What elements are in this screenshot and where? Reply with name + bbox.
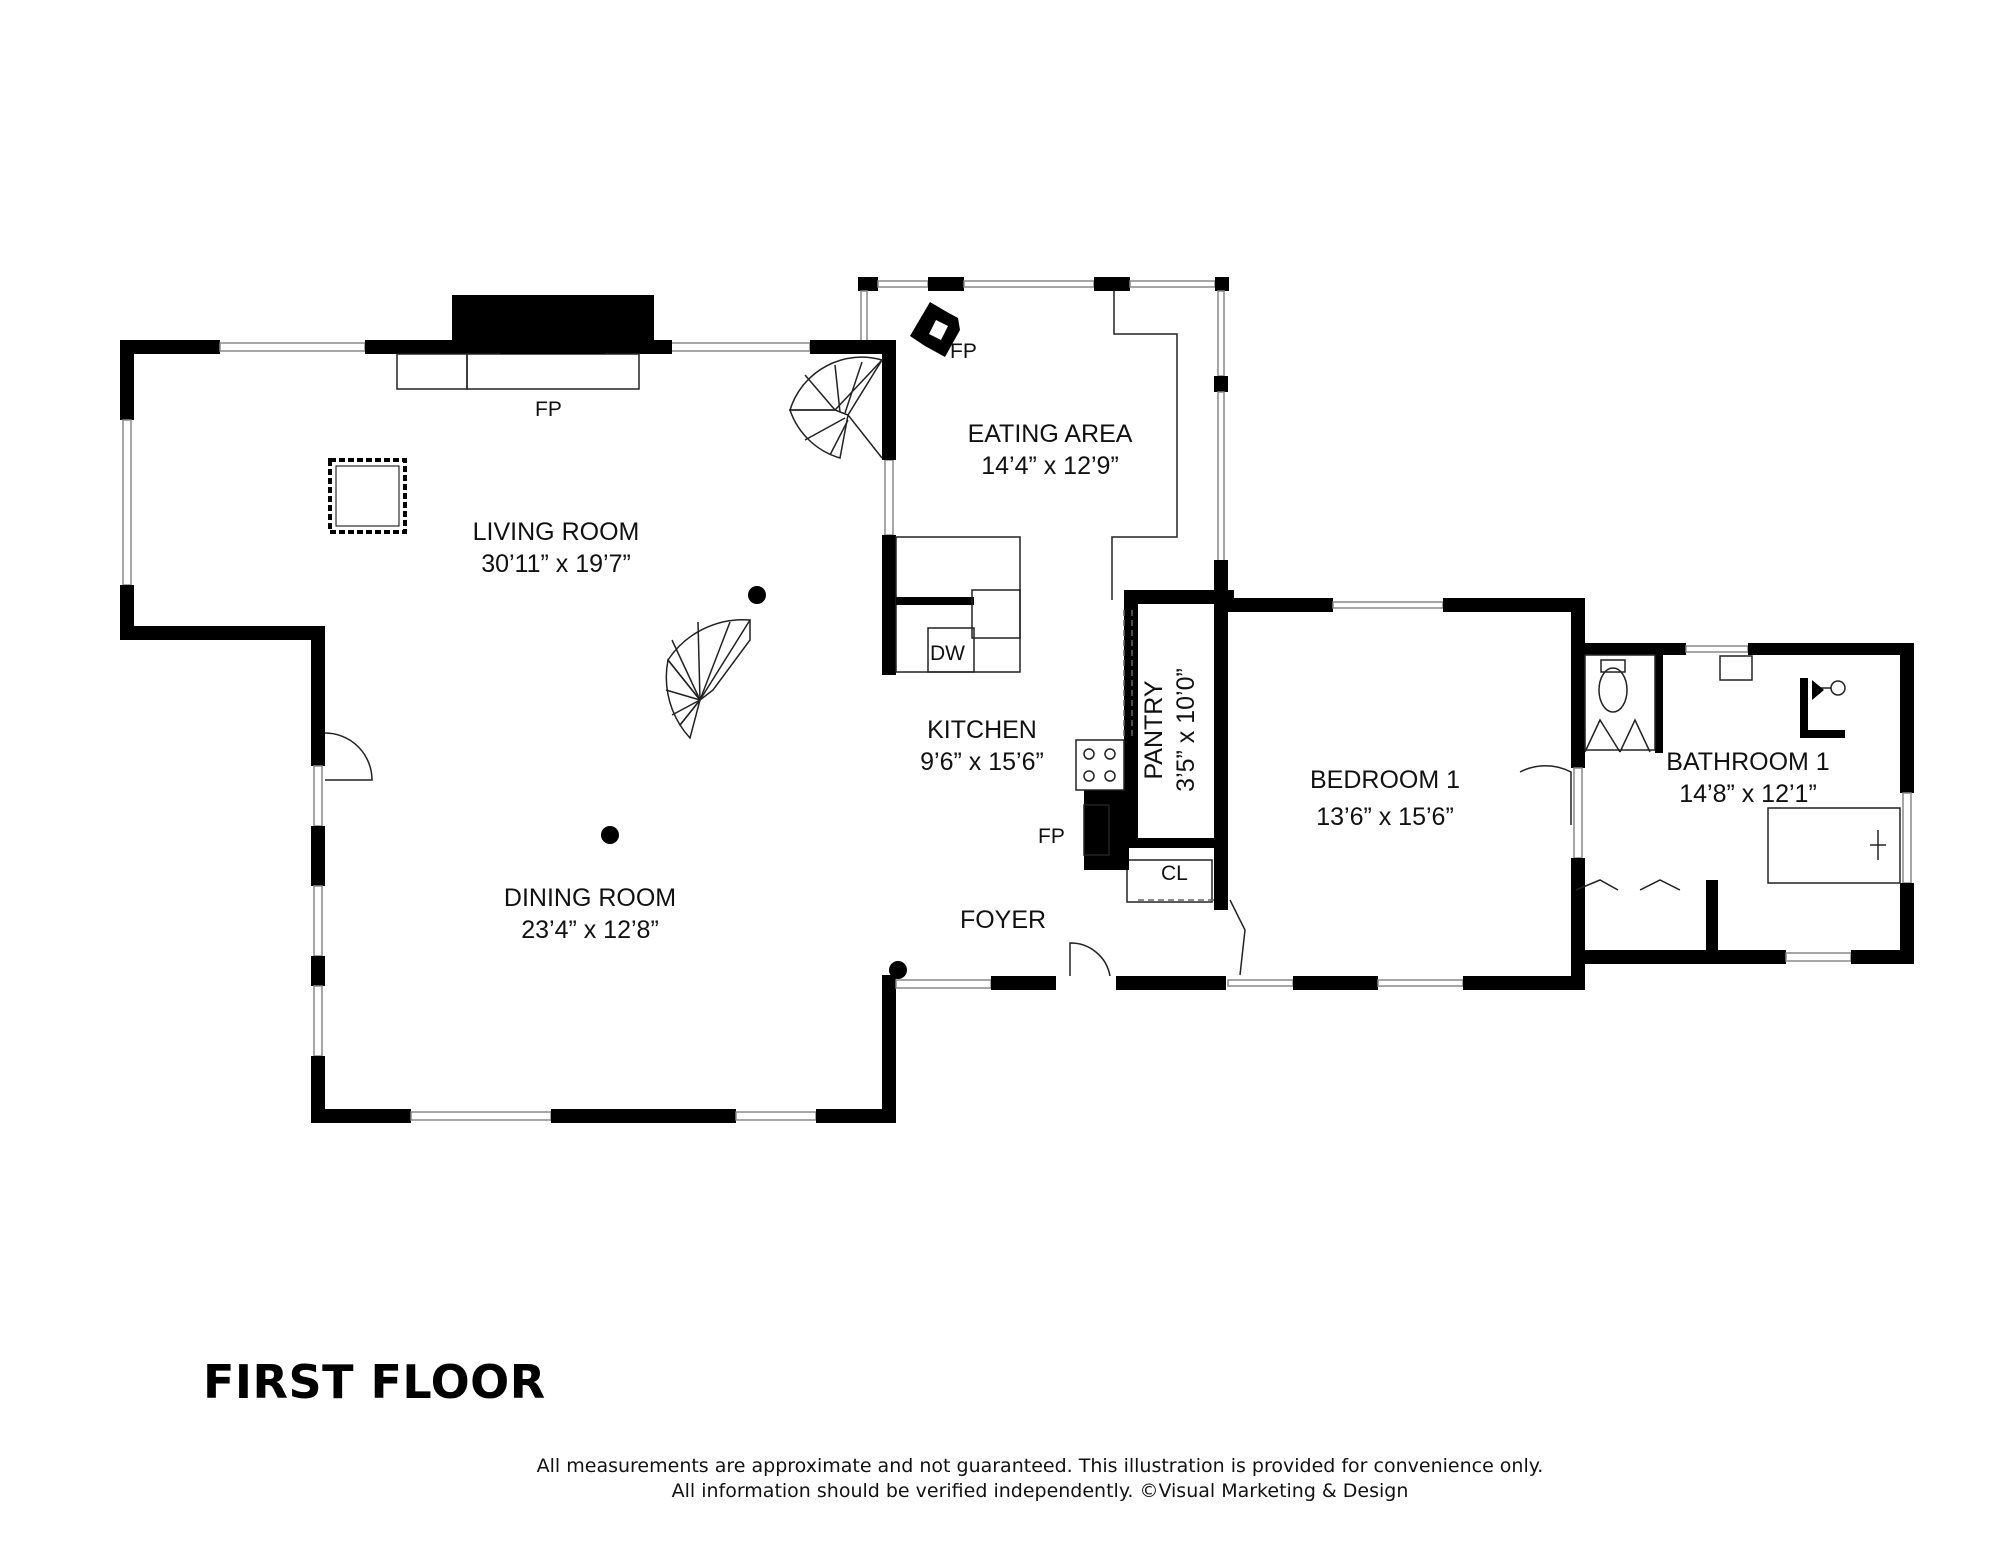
eating-area-dims: 14’4” x 12’9” [981,452,1119,480]
bathroom1-name: BATHROOM 1 [1666,748,1829,776]
floor-title: FIRST FLOOR [203,1355,546,1409]
walls-main [120,295,896,1123]
kitchen-dims: 9’6” x 15’6” [920,748,1044,776]
dining-room-name: DINING ROOM [504,884,676,912]
cl-label: CL [1161,862,1188,885]
pantry-dims: 3’5” x 10’0” [1172,668,1200,792]
foyer-name: FOYER [960,906,1046,934]
bedroom1-name: BEDROOM 1 [1310,766,1460,794]
fp-eating-label: FP [950,340,977,363]
bathroom1-dims: 14’8” x 12’1” [1679,780,1817,808]
walls-bedroom [1227,598,1914,990]
pantry-name: PANTRY [1140,680,1168,779]
disclaimer-line-2: All information should be verified indep… [671,1480,1409,1502]
dw-label: DW [930,642,965,665]
living-room-name: LIVING ROOM [473,518,640,546]
eating-area-name: EATING AREA [968,420,1133,448]
kitchen-name: KITCHEN [927,716,1037,744]
fp-kitchen-label: FP [1038,825,1065,848]
walls-kitchen [324,277,1246,990]
disclaimer-line-1: All measurements are approximate and not… [536,1455,1544,1477]
dining-room-dims: 23’4” x 12’8” [521,916,659,944]
fp-living-label: FP [535,398,562,421]
bedroom1-dims: 13’6” x 15’6” [1316,803,1454,831]
living-room-dims: 30’11” x 19’7” [481,550,631,578]
